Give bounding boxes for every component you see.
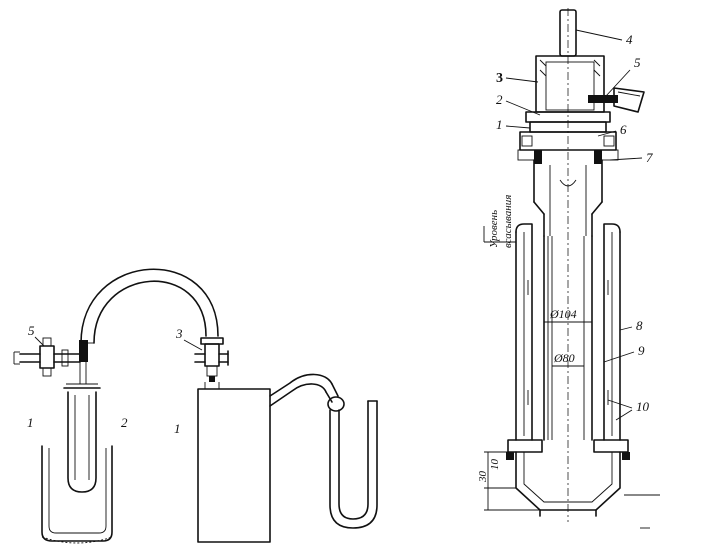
dimension-d80: Ø80 [552, 351, 584, 367]
conical-bottom [515, 451, 621, 517]
label-wall-9: 9 [638, 343, 645, 358]
label-rod-4: 4 [626, 32, 633, 47]
valve-3 [194, 337, 229, 382]
label-tube-2: 2 [121, 415, 128, 430]
valve-5 [13, 337, 88, 377]
label-valve-3: 3 [175, 326, 183, 341]
label-head-3: 3 [496, 71, 503, 86]
label-seal-6: 6 [620, 122, 627, 137]
label-jacket-8: 8 [636, 318, 643, 333]
flanges [517, 111, 619, 164]
label-dewar-1: 1 [27, 415, 34, 430]
dim-inner-diameter: Ø80 [553, 351, 575, 365]
dewar-vessel [41, 445, 113, 544]
label-nozzle-5: 5 [634, 55, 641, 70]
rod [559, 9, 577, 57]
dim-height-30: 30 [477, 471, 489, 484]
bottom-flanges [506, 439, 630, 460]
suction-level-mark [483, 226, 516, 243]
sampler-tube [63, 355, 101, 493]
u-tube-manometer [329, 400, 378, 529]
manometer-hose [269, 373, 345, 412]
label-tubes-10: 10 [636, 399, 650, 414]
right-apparatus: Ø104 Ø80 10 30 Уровень всасывания 4 3 5 … [477, 8, 660, 529]
cylinder-jacket [515, 223, 621, 441]
label-ring-7: 7 [646, 150, 653, 165]
receiver-box [197, 382, 271, 543]
label-receiver-1: 1 [174, 421, 181, 436]
side-nozzle [588, 87, 645, 113]
connecting-hose [80, 268, 219, 344]
dim-height-10: 10 [489, 459, 501, 471]
dimension-d104: Ø104 [544, 307, 592, 323]
label-flange-2: 2 [496, 92, 503, 107]
level-label-line1: Уровень [488, 210, 500, 248]
head-housing [535, 55, 605, 113]
left-apparatus: 5 3 1 2 1 [13, 268, 378, 544]
upper-body [533, 159, 603, 237]
dim-outer-diameter: Ø104 [549, 307, 577, 321]
label-valve-5: 5 [28, 323, 35, 338]
dimension-heights: 10 30 [477, 451, 660, 529]
label-flange-1: 1 [496, 117, 503, 132]
level-label-line2: всасывания [502, 195, 514, 248]
